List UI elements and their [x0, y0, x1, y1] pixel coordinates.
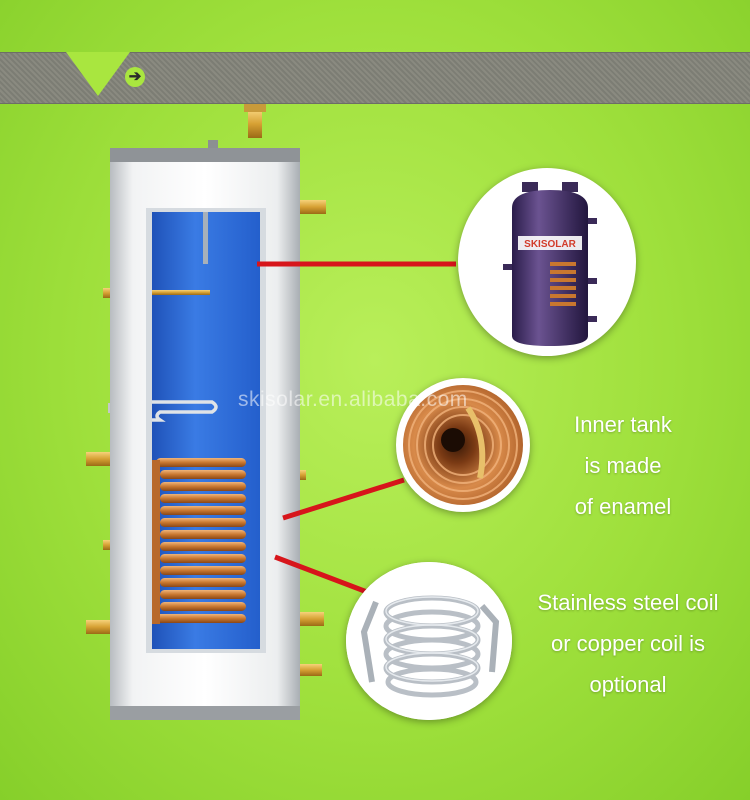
- top-valve: [248, 110, 262, 138]
- callout-coil: Stainless steel coil or copper coil is o…: [512, 582, 744, 705]
- callout-line: of enamel: [574, 494, 672, 519]
- purple-tank-photo: SKISOLAR: [503, 182, 597, 346]
- brand-logo: SKISOLAR: [524, 239, 576, 250]
- callout-inner-tank: Inner tank is made of enamel: [548, 404, 698, 527]
- inner-tank: [152, 212, 260, 649]
- pointer-line-enamel: [282, 477, 405, 521]
- enamel-closeup-circle: [396, 378, 530, 512]
- fitting-left: [86, 452, 112, 466]
- stainless-coil-photo: [346, 562, 512, 720]
- banner-triangle-icon: [66, 52, 130, 96]
- callout-line: Stainless steel coil: [537, 590, 719, 615]
- callout-line: optional: [589, 672, 667, 697]
- callout-line: Inner tank: [574, 412, 672, 437]
- heater-element: [152, 400, 218, 422]
- fitting-right: [298, 200, 326, 214]
- copper-coil-closeup: [403, 385, 523, 505]
- product-photo-circle: SKISOLAR: [458, 168, 636, 356]
- watermark: skisolar.en.alibaba.com: [238, 388, 468, 411]
- callout-line: is made: [584, 453, 662, 478]
- callout-line: or copper coil is: [550, 631, 706, 656]
- fitting-right: [298, 612, 324, 626]
- copper-coil: [152, 458, 246, 624]
- arrow-right-icon: ➔: [125, 67, 145, 87]
- stainless-coil-circle: [346, 562, 512, 720]
- fitting-left: [86, 620, 112, 634]
